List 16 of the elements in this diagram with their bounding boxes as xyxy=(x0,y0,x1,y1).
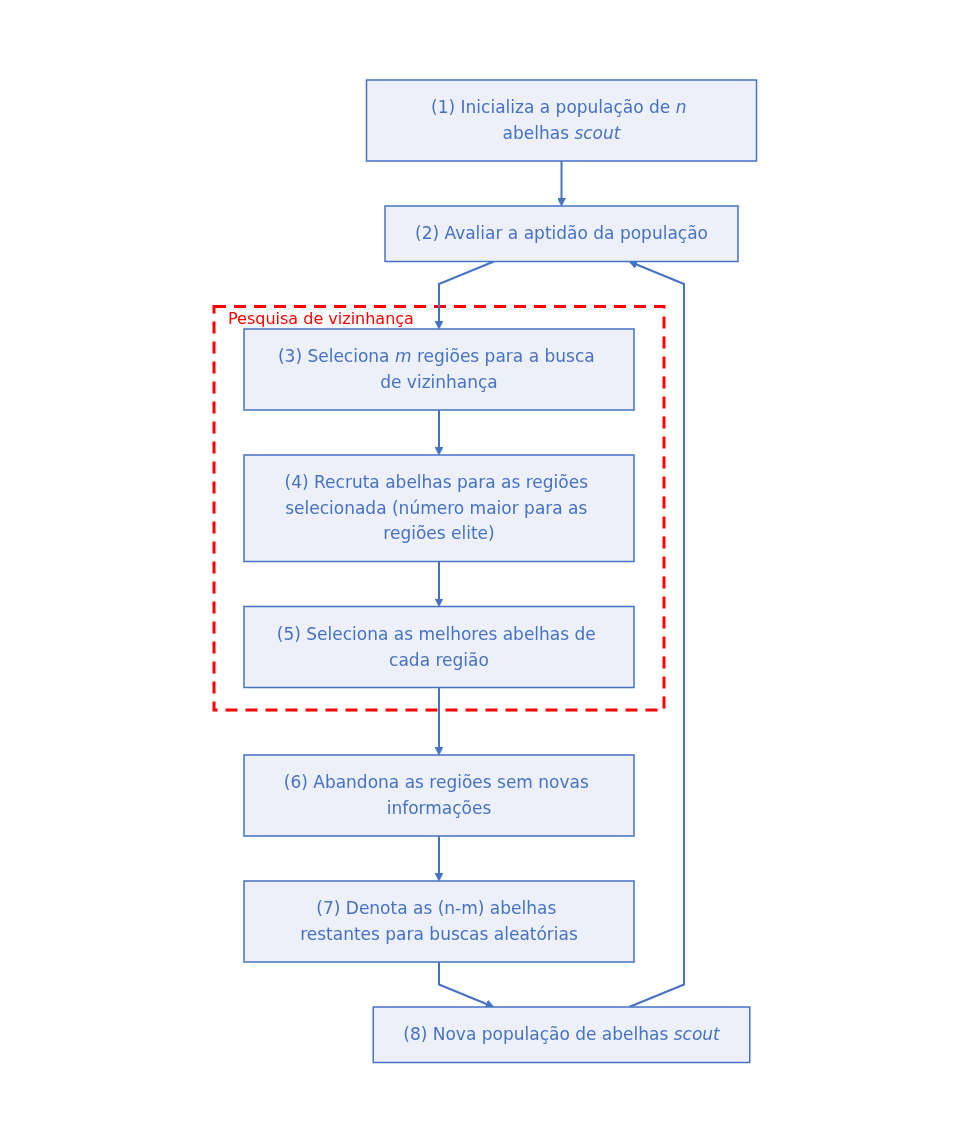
node-box: (8) Nova população de abelhas scout xyxy=(372,1006,751,1063)
node-box: (1) Inicializa a população de n abelhas scout xyxy=(365,79,757,162)
arrow xyxy=(434,686,444,756)
arrow xyxy=(434,408,444,456)
arrow xyxy=(556,159,566,207)
node-box: (3) Seleciona m regiões para a busca de vizinhança xyxy=(243,328,635,411)
node-box: (5) Seleciona as melhores abelhas de cada região xyxy=(243,605,635,688)
arrow xyxy=(437,960,494,1008)
node-box: (2) Avaliar a aptidão da população xyxy=(384,205,739,262)
arrow xyxy=(434,260,495,330)
node-box: (7) Denota as (n-m) abelhas restantes para buscas aleatórias xyxy=(243,880,635,963)
arrow xyxy=(434,834,444,882)
node-box: (6) Abandona as regiões sem novas informações xyxy=(243,754,635,837)
node-box: (4) Recruta abelhas para as regiões selecionada (número maior para as regiões elite) xyxy=(243,454,635,562)
arrow xyxy=(627,260,685,1008)
arrow xyxy=(434,560,444,607)
